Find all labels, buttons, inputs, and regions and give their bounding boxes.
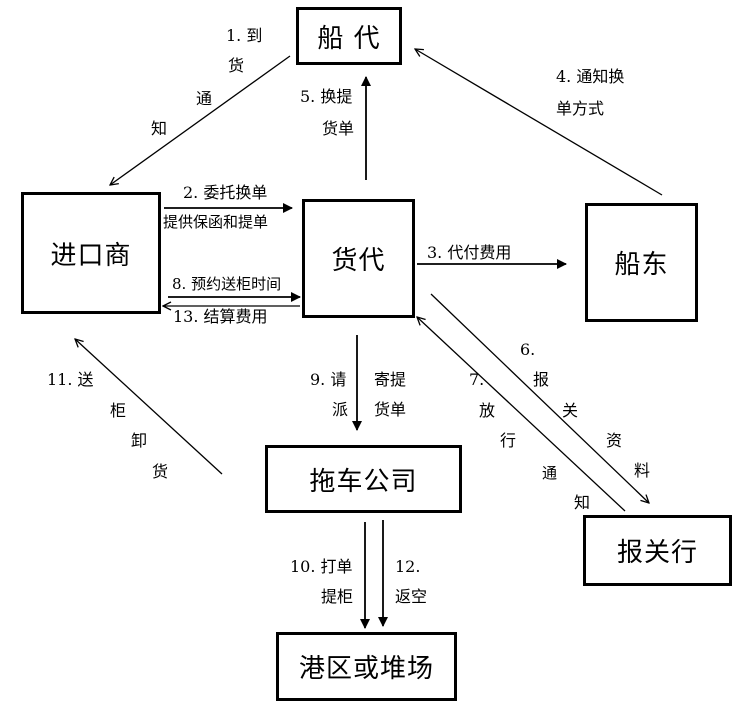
edge-11-label-part: 11. 送 bbox=[47, 370, 94, 389]
arrow-7-release-notice bbox=[417, 317, 626, 512]
edge-7-label-part: 行 bbox=[500, 431, 517, 450]
edge-6-label-part: 报 bbox=[533, 370, 550, 389]
node-importer: 进口商 bbox=[21, 192, 161, 314]
arrow-1-arrival-notice bbox=[110, 55, 291, 185]
edge-6-label-part: 资 bbox=[606, 431, 623, 450]
node-customs-broker: 报关行 bbox=[583, 515, 732, 586]
edge-9-label-part: 货单 bbox=[374, 400, 407, 419]
edge-6-label-part: 关 bbox=[562, 401, 579, 420]
edge-12-label-part: 返空 bbox=[395, 587, 428, 606]
node-shipowner: 船东 bbox=[585, 203, 698, 322]
edge-1-label-part: 1. 到 bbox=[226, 26, 263, 45]
edge-7-label-part: 知 bbox=[574, 493, 591, 512]
edge-2-label-part: 提供保函和提单 bbox=[163, 213, 269, 231]
node-trucking-company: 拖车公司 bbox=[265, 445, 462, 513]
arrow-11-deliver-unload bbox=[75, 339, 223, 475]
edge-13-label-part: 13. 结算费用 bbox=[173, 307, 268, 326]
edge-6-label-part: 6. bbox=[520, 340, 536, 359]
node-port-yard: 港区或堆场 bbox=[276, 632, 457, 701]
edge-5-label-part: 5. 换提 bbox=[300, 87, 353, 106]
edge-4-label-part: 单方式 bbox=[556, 99, 605, 118]
edge-5-label-part: 货单 bbox=[322, 119, 355, 138]
node-shipping-agent-label: 船 代 bbox=[317, 23, 381, 54]
edge-2-label-part: 2. 委托换单 bbox=[183, 183, 268, 202]
edge-8-label-part: 8. 预约送柜时间 bbox=[172, 275, 282, 293]
arrow-6-customs-documents bbox=[430, 293, 649, 503]
node-importer-label: 进口商 bbox=[50, 240, 132, 271]
edge-9-label-part: 9. 请 bbox=[310, 370, 347, 389]
node-shipowner-label: 船东 bbox=[614, 250, 669, 280]
node-shipping-agent: 船 代 bbox=[296, 7, 402, 65]
edge-11-label-part: 柜 bbox=[110, 401, 127, 420]
edge-7-label-part: 放 bbox=[479, 401, 496, 420]
node-freight-forwarder: 货代 bbox=[302, 199, 415, 318]
edge-1-label-part: 通 bbox=[196, 89, 213, 108]
edge-7-label-part: 通 bbox=[542, 464, 558, 482]
edge-11-label-part: 卸 bbox=[131, 431, 148, 450]
edge-9-label-part: 寄提 bbox=[374, 370, 407, 389]
edge-10-label-part: 10. 打单 bbox=[290, 557, 353, 576]
node-customs-broker-label: 报关行 bbox=[616, 538, 698, 568]
edge-9-label-part: 派 bbox=[332, 400, 349, 419]
arrow-4-notify-exchange-method bbox=[415, 49, 663, 196]
edge-4-label-part: 4. 通知换 bbox=[556, 67, 625, 86]
edge-10-label-part: 提柜 bbox=[321, 587, 354, 606]
node-freight-forwarder-label: 货代 bbox=[331, 246, 386, 276]
edge-6-label-part: 料 bbox=[634, 461, 651, 480]
edge-7-label-part: 7. bbox=[469, 370, 485, 389]
node-trucking-company-label: 拖车公司 bbox=[309, 466, 418, 497]
edge-11-label-part: 货 bbox=[152, 462, 169, 481]
edge-1-label-part: 知 bbox=[151, 119, 168, 138]
edge-12-label-part: 12. bbox=[395, 557, 421, 576]
node-port-yard-label: 港区或堆场 bbox=[298, 654, 434, 684]
edge-1-label-part: 货 bbox=[228, 56, 245, 75]
edge-3-label-part: 3. 代付费用 bbox=[427, 243, 512, 262]
